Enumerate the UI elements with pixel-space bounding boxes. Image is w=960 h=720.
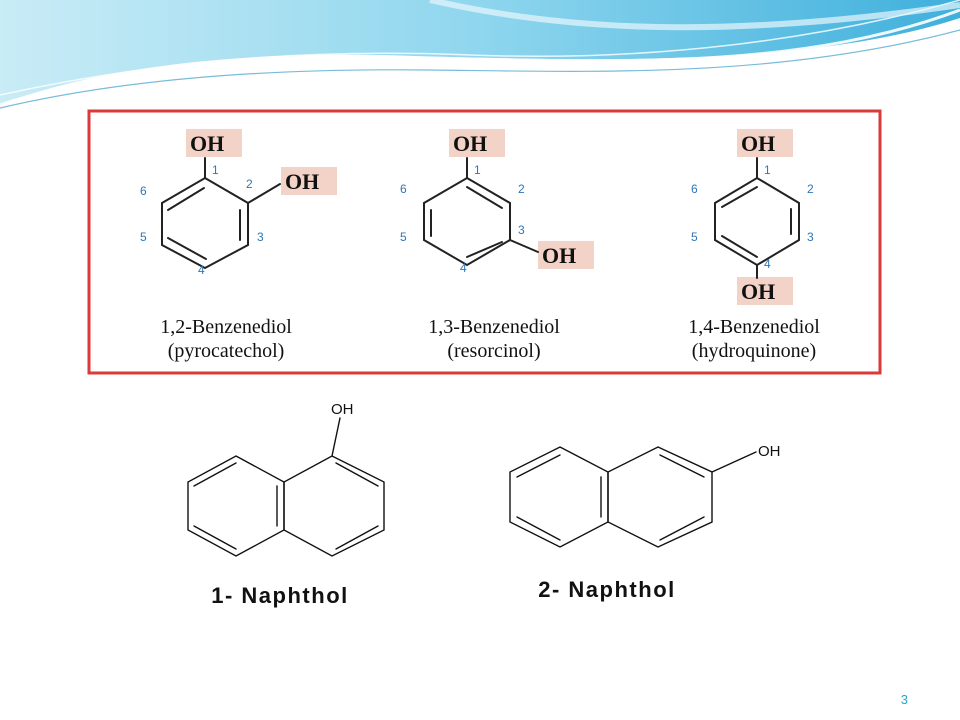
oh-label-1: OH: [453, 131, 487, 156]
position-5: 5: [691, 230, 698, 244]
oh-label: OH: [331, 401, 354, 418]
position-5: 5: [140, 230, 147, 244]
oh-label: OH: [758, 443, 781, 460]
common-name: (resorcinol): [447, 340, 540, 362]
position-1: 1: [764, 163, 771, 177]
position-3: 3: [518, 223, 525, 237]
position-3: 3: [257, 230, 264, 244]
position-4: 4: [764, 257, 771, 271]
header-wave-decoration: [0, 0, 960, 109]
position-4: 4: [198, 263, 205, 277]
position-1: 1: [212, 163, 219, 177]
position-5: 5: [400, 230, 407, 244]
position-6: 6: [400, 182, 407, 196]
resorcinol-structure: OH OH 1 2 3 4 5 6 1,3-Benzenediol (resor…: [400, 129, 594, 362]
pyrocatechol-structure: OH OH 1 2 3 4 5 6 1,2-Benzenediol (pyroc…: [140, 129, 337, 362]
compound-name: 1- Naphthol: [211, 583, 349, 608]
oh-label-1: OH: [190, 131, 224, 156]
position-6: 6: [140, 184, 147, 198]
oh-label-3: OH: [542, 243, 576, 268]
position-2: 2: [807, 182, 814, 196]
common-name: (hydroquinone): [692, 340, 816, 362]
compound-name: 2- Naphthol: [538, 577, 676, 602]
page-number: 3: [901, 692, 908, 707]
position-2: 2: [246, 177, 253, 191]
compound-name: 1,4-Benzenediol: [688, 316, 820, 338]
position-3: 3: [807, 230, 814, 244]
2-naphthol-structure: OH 2- Naphthol: [509, 443, 781, 602]
position-2: 2: [518, 182, 525, 196]
oh-label-4: OH: [741, 279, 775, 304]
compound-name: 1,2-Benzenediol: [160, 316, 292, 338]
compound-name: 1,3-Benzenediol: [428, 316, 560, 338]
oh-label-2: OH: [285, 169, 319, 194]
1-naphthol-structure: OH 1- Naphthol: [187, 401, 385, 608]
position-4: 4: [460, 261, 467, 275]
common-name: (pyrocatechol): [168, 340, 285, 362]
hydroquinone-structure: OH OH 1 2 3 4 5 6 1,4-Benzenediol (hydro…: [688, 129, 820, 362]
position-6: 6: [691, 182, 698, 196]
position-1: 1: [474, 163, 481, 177]
oh-label-1: OH: [741, 131, 775, 156]
